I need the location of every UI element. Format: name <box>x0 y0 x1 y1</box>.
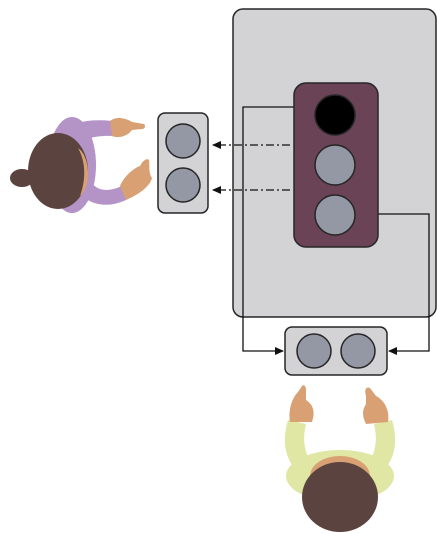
main-light-middle <box>315 145 355 185</box>
person-bottom-figure <box>285 385 395 532</box>
person-left-figure <box>10 117 152 213</box>
left-light-bottom <box>166 168 200 202</box>
person-left-upper-hand <box>110 118 145 137</box>
main-light-bottom <box>315 195 355 235</box>
bottom-light-right <box>341 334 375 368</box>
bottom-light-left <box>297 334 331 368</box>
person-left-lower-hand <box>120 159 152 200</box>
bottom-pedestrian-light <box>285 327 387 375</box>
person-bottom-right-hand <box>363 387 388 424</box>
person-left-head <box>28 133 88 209</box>
person-left-hair-bun <box>10 169 34 187</box>
person-bottom-head <box>302 462 378 532</box>
main-light-top <box>315 95 355 135</box>
main-traffic-light <box>294 83 378 247</box>
left-pedestrian-light <box>158 113 208 213</box>
person-bottom-left-hand <box>289 385 313 422</box>
left-light-top <box>166 124 200 158</box>
